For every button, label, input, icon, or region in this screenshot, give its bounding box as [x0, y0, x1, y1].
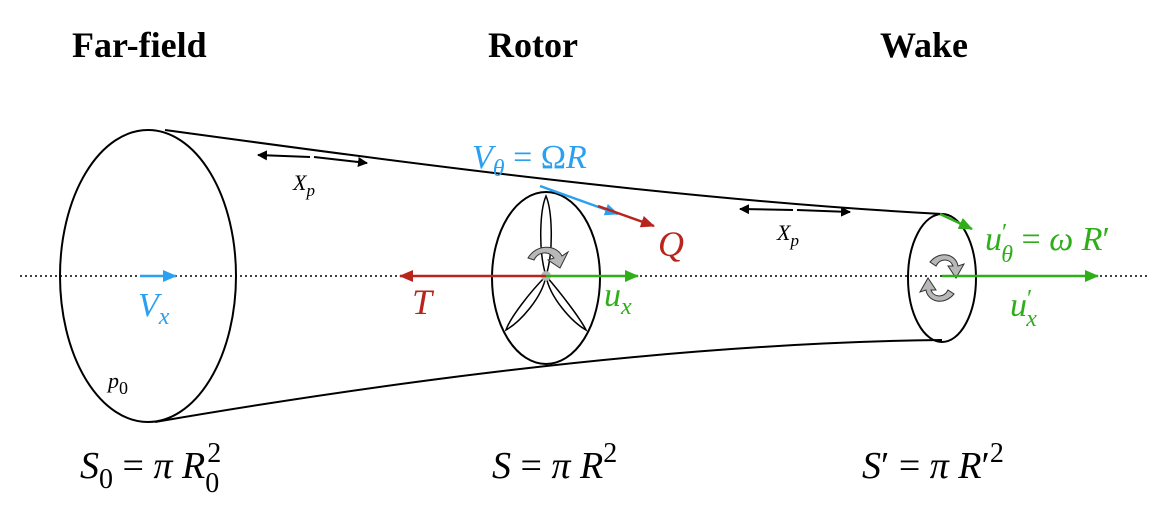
- t-label: T: [412, 282, 435, 322]
- u-theta-prime-arrow: [939, 212, 973, 231]
- v-theta-label: Vθ = ΩR: [472, 139, 587, 182]
- pressure-force-arrows-downstream: [739, 204, 851, 217]
- rotor-blades: [504, 194, 588, 332]
- p0-label: p0: [106, 368, 128, 398]
- streamtube-lower-boundary: [154, 339, 943, 423]
- wake-area-formula: S′ = π R′2: [862, 438, 1004, 487]
- wake-rotation-arrows: [918, 254, 966, 302]
- u-x-prime-label: u′x: [1010, 286, 1037, 332]
- q-label: Q: [658, 224, 684, 264]
- far-field-header: Far-field: [72, 25, 207, 65]
- q-arrow: [597, 204, 655, 228]
- rotor-disk: [491, 191, 601, 365]
- x-p-label-upstream: Xp: [292, 170, 315, 200]
- x-p-label-downstream: Xp: [776, 220, 799, 250]
- rotor-header: Rotor: [488, 25, 578, 65]
- u-theta-prime-label: u′θ = ω R′: [985, 220, 1110, 268]
- streamtube-upper-boundary: [164, 129, 943, 215]
- v-x-label: Vx: [138, 287, 170, 330]
- wake-disk: [907, 213, 977, 343]
- pressure-force-arrows-upstream: [257, 150, 368, 167]
- rotor-rotation-arrow: [527, 246, 570, 269]
- rotor-area-formula: S = π R2: [492, 438, 617, 487]
- wake-header: Wake: [880, 25, 968, 65]
- u-x-label: ux: [604, 277, 632, 320]
